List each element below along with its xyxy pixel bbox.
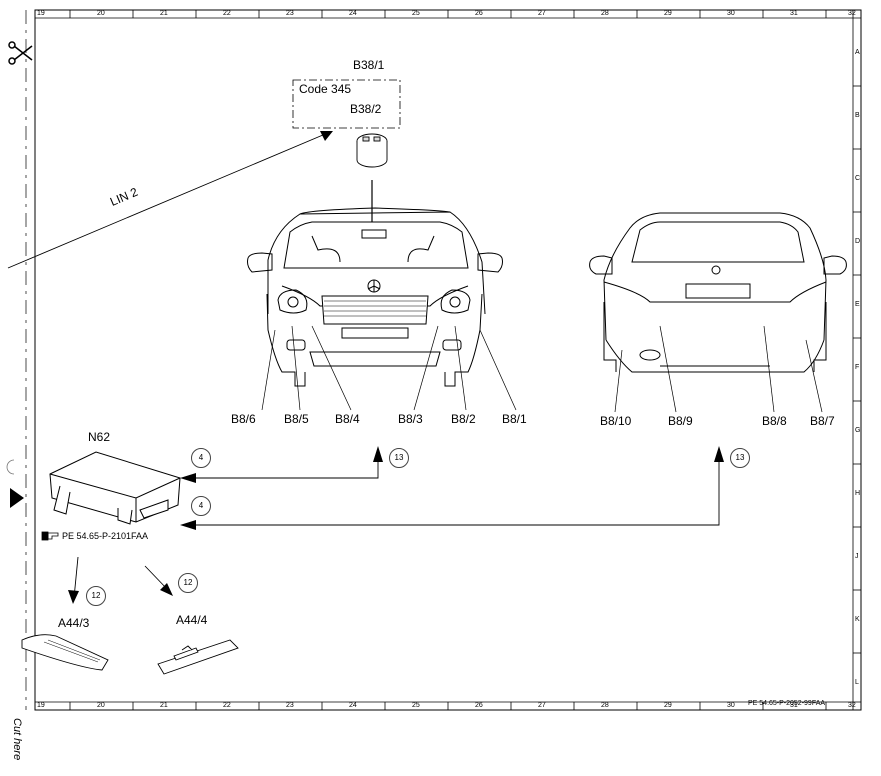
scissors-icon <box>8 41 33 65</box>
row-label: G <box>855 427 861 434</box>
row-label: L <box>855 679 859 686</box>
connection-arrows <box>73 452 720 599</box>
col-label-bottom: 22 <box>223 702 231 709</box>
callout-marker: 13 <box>730 448 750 468</box>
col-label-bottom: 29 <box>664 702 672 709</box>
row-label: B <box>855 112 860 119</box>
col-label-top: 20 <box>97 10 105 17</box>
sensor-label-rear: B8/10 <box>600 414 632 428</box>
n62-label: N62 <box>88 430 111 444</box>
col-label-bottom: 27 <box>538 702 546 709</box>
binding-hole <box>6 459 15 475</box>
col-label-bottom: 31 <box>790 702 798 709</box>
col-label-top: 21 <box>160 10 168 17</box>
front-sensor-leaders <box>261 325 517 411</box>
col-label-bottom: 32 <box>848 702 856 709</box>
pe-reference-link[interactable]: PE 54.65-P-2101FAA <box>62 531 149 541</box>
callout-marker: 12 <box>178 573 198 593</box>
code-label: Code 345 <box>299 82 352 96</box>
callout-marker: 4 <box>191 496 211 516</box>
b38-1-label: B38/1 <box>353 58 385 72</box>
column-ticks <box>69 10 827 710</box>
arrow-heads <box>68 446 724 604</box>
row-label: J <box>855 553 859 560</box>
b38-2-label: B38/2 <box>350 102 382 116</box>
sensor-label-front: B8/6 <box>231 412 256 426</box>
row-label: H <box>855 490 861 497</box>
callout-marker: 4 <box>191 448 211 468</box>
col-label-bottom: 21 <box>160 702 168 709</box>
sensor-label-front: B8/5 <box>284 412 309 426</box>
col-label-top: 25 <box>412 10 420 17</box>
sensor-label-front: B8/2 <box>451 412 476 426</box>
code-345-box <box>292 79 401 129</box>
sensor-label-rear: B8/9 <box>668 414 693 428</box>
sensor-label-rear: B8/7 <box>810 414 835 428</box>
col-label-bottom: 28 <box>601 702 609 709</box>
lin2-line <box>7 131 331 269</box>
n62-control-unit <box>49 451 181 525</box>
rear-sensor-leaders <box>614 325 823 413</box>
cut-here-label: Cut here <box>11 718 23 761</box>
sensor-label-front: B8/1 <box>502 412 527 426</box>
col-label-bottom: 24 <box>349 702 357 709</box>
a44-4-label: A44/4 <box>176 613 208 627</box>
row-label: C <box>855 175 861 182</box>
row-label: A <box>855 49 860 56</box>
col-label-top: 26 <box>475 10 483 17</box>
sensor-label-rear: B8/8 <box>762 414 787 428</box>
a44-4-component <box>157 639 239 675</box>
col-label-bottom: 23 <box>286 702 294 709</box>
col-label-bottom: 30 <box>727 702 735 709</box>
col-label-top: 31 <box>790 10 798 17</box>
pointing-hand-icon <box>41 531 59 541</box>
row-label: D <box>855 238 861 245</box>
callout-marker: 13 <box>389 448 409 468</box>
rain-light-sensor <box>356 133 388 168</box>
a44-3-label: A44/3 <box>58 616 90 630</box>
col-label-top: 22 <box>223 10 231 17</box>
col-label-top: 32 <box>848 10 856 17</box>
col-label-bottom: 19 <box>37 702 45 709</box>
col-label-top: 19 <box>37 10 45 17</box>
rear-car-outline <box>589 212 847 373</box>
drawing-reference: PE 54.65-P-2052-99FAA <box>748 700 826 707</box>
row-label: K <box>855 616 860 623</box>
drawing-frame <box>34 9 862 711</box>
play-marker-icon <box>10 488 24 508</box>
col-label-top: 23 <box>286 10 294 17</box>
col-label-top: 30 <box>727 10 735 17</box>
row-label: F <box>855 364 860 371</box>
col-label-top: 29 <box>664 10 672 17</box>
col-label-top: 27 <box>538 10 546 17</box>
callout-marker: 12 <box>86 586 106 606</box>
row-label: E <box>855 301 860 308</box>
sensor-label-front: B8/3 <box>398 412 423 426</box>
a44-3-component <box>21 634 109 671</box>
col-label-bottom: 26 <box>475 702 483 709</box>
row-ticks <box>853 85 861 654</box>
front-car-outline <box>247 207 503 387</box>
col-label-bottom: 20 <box>97 702 105 709</box>
col-label-top: 24 <box>349 10 357 17</box>
sensor-label-front: B8/4 <box>335 412 360 426</box>
col-label-bottom: 25 <box>412 702 420 709</box>
col-label-top: 28 <box>601 10 609 17</box>
